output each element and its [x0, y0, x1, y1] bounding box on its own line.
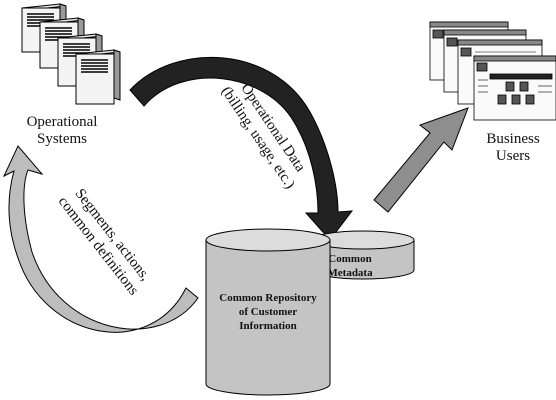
repository-label: of Customer — [239, 306, 297, 318]
operational-data-arrow — [129, 56, 354, 241]
server-icon — [75, 49, 121, 105]
segments-arrow — [2, 145, 199, 333]
operational-systems-label: Systems — [37, 131, 87, 147]
operational-systems-label: Operational — [27, 114, 98, 130]
users-arrow — [373, 107, 469, 213]
metadata-label: Common — [328, 253, 371, 265]
metadata-label: Metadata — [327, 267, 373, 279]
repository-label: Information — [239, 320, 296, 332]
browser-windows-icon — [429, 21, 556, 121]
business-users-label: Business — [486, 131, 540, 147]
browser-window-icon — [473, 55, 556, 121]
server-stack-icon — [21, 3, 121, 105]
business-users-label: Users — [496, 148, 530, 164]
repository-label: Common Repository — [219, 292, 317, 304]
repository-cylinder — [205, 228, 331, 396]
metadata-cylinder — [311, 230, 415, 280]
